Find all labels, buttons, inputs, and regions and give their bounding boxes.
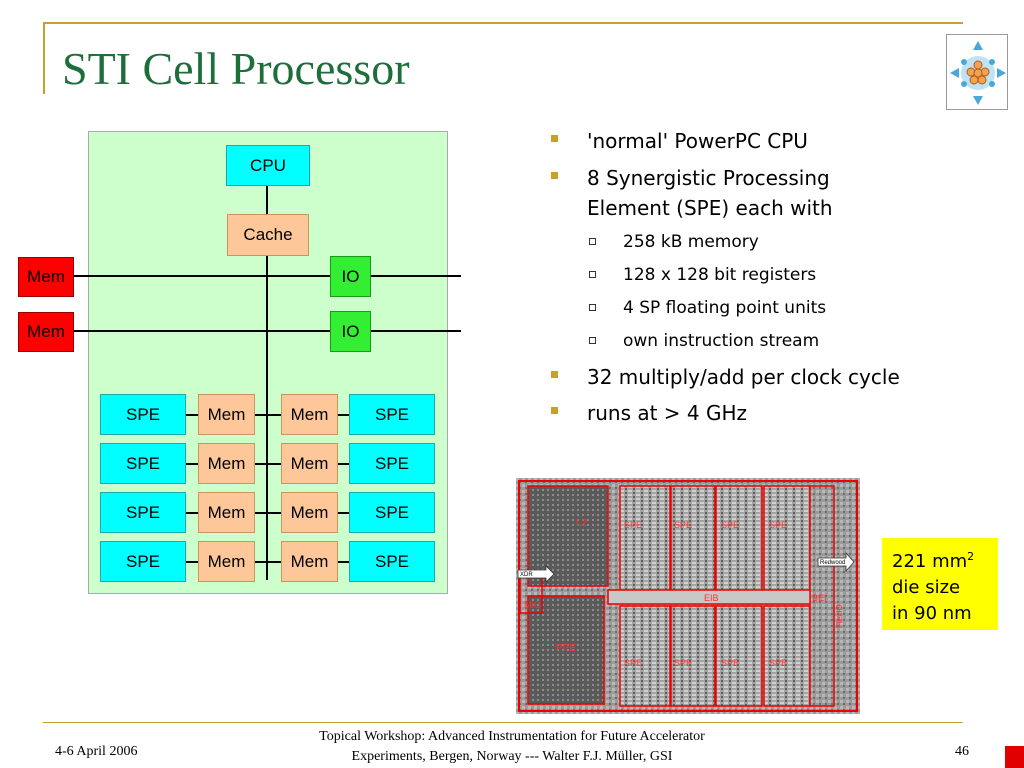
die-label-spe: SPE [674,658,692,668]
die-label-spe: SPE [769,520,787,530]
spe-local-mem: Mem [281,443,338,484]
die-label-bei: BEI [812,593,827,603]
die-label-spe: SPE [769,658,787,668]
top-rule [43,22,963,24]
sub-bullet-text: 258 kB memory [623,232,759,252]
spe-local-mem: Mem [281,394,338,435]
hollow-square-bullet-icon [589,271,596,278]
die-label-mic: MIC [524,600,541,610]
cell-architecture-diagram: CPU Cache Mem Mem IO IO SPE Mem Mem SPE … [0,0,470,620]
spe-local-mem: Mem [198,394,255,435]
die-label-spe: SPE [624,520,642,530]
spe-local-mem: Mem [281,541,338,582]
bullet-text: runs at > 4 GHz [587,401,748,425]
hollow-square-bullet-icon [589,337,596,344]
spe-local-mem: Mem [198,541,255,582]
cell-die-photo: L2 PPE MIC EIB BEI XDR Redwood FlexIO SP… [516,478,860,714]
spe-block: SPE [100,394,186,435]
io-block: IO [330,311,371,352]
gsi-logo [946,34,1008,110]
die-label-xdr: XDR [520,572,533,578]
spe-block: SPE [100,443,186,484]
bullet-text: Element (SPE) each with [587,196,833,220]
row-link-3 [186,512,349,514]
row-link-1 [186,414,349,416]
bullet-text: 32 multiply/add per clock cycle [587,365,900,389]
row-link-4 [186,561,349,563]
footer-rule [43,722,963,723]
spe-local-mem: Mem [198,492,255,533]
square-bullet-icon [551,371,558,378]
die-label-redwood: Redwood [820,560,845,566]
sub-bullet-text: own instruction stream [623,331,820,351]
die-label-l2: L2 [576,518,588,529]
spe-block: SPE [100,492,186,533]
die-label-spe: SPE [721,520,739,530]
hollow-square-bullet-icon [589,304,596,311]
io-block: IO [330,256,371,297]
external-mem-block: Mem [18,257,74,297]
spe-local-mem: Mem [198,443,255,484]
bullet-text: 'normal' PowerPC CPU [587,129,808,153]
spe-block: SPE [349,492,435,533]
cache-block: Cache [227,214,309,256]
hollow-square-bullet-icon [589,238,596,245]
callout-line: in 90 nm [892,603,972,624]
bullet-text: 8 Synergistic Processing [587,166,830,190]
spe-block: SPE [100,541,186,582]
cpu-cache-link [266,186,268,214]
footer-event: Topical Workshop: Advanced Instrumentati… [262,727,762,767]
sub-bullet-text: 128 x 128 bit registers [623,265,817,285]
footer-date: 4-6 April 2006 [55,744,138,759]
spe-local-mem: Mem [281,492,338,533]
callout-area: 221 mm [892,551,968,572]
die-label-spe: SPE [674,520,692,530]
die-label-eib: EIB [704,593,719,603]
die-label-spe: SPE [721,658,739,668]
row-link-2 [186,463,349,465]
die-label-spe: SPE [624,658,642,668]
sub-bullet-text: 4 SP floating point units [623,298,827,318]
square-bullet-icon [551,172,558,179]
external-mem-block: Mem [18,312,74,352]
corner-marker [1005,746,1024,768]
callout-line: die size [892,577,961,598]
bus-line-2 [73,330,461,332]
footer-line: Experiments, Bergen, Norway --- Walter F… [351,749,673,764]
spe-block: SPE [349,443,435,484]
die-size-callout: 221 mm2 die size in 90 nm [882,538,998,630]
title-accent-bar [43,22,45,94]
slide-title: STI Cell Processor [62,43,410,94]
square-bullet-icon [551,407,558,414]
callout-superscript: 2 [967,550,975,563]
cpu-block: CPU [226,145,310,186]
square-bullet-icon [551,135,558,142]
die-label-flexio: FlexIO [835,604,844,628]
bus-line-1 [73,275,461,277]
main-bus-vertical [266,256,268,580]
footer-line: Topical Workshop: Advanced Instrumentati… [319,729,705,744]
spe-block: SPE [349,394,435,435]
page-number: 46 [955,744,969,759]
spe-block: SPE [349,541,435,582]
die-label-ppe: PPE [556,643,576,654]
